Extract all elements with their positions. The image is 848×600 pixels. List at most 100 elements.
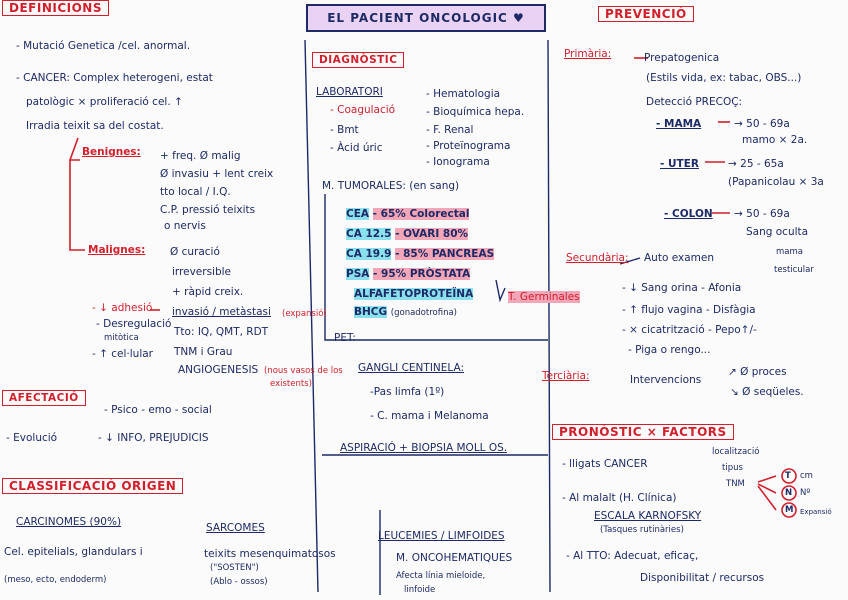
pronostic-m-label: Expansió — [800, 508, 832, 516]
sec-item-0: - ↓ Sang orina - Afonia — [622, 282, 742, 294]
terciaria-1: ↗ Ø proces — [728, 366, 787, 378]
marker-3-name: PSA — [346, 268, 370, 280]
prop-angio: ANGIOGENESIS — [178, 364, 259, 376]
lab-right-4: - Ionograma — [426, 156, 490, 168]
lab-right-2: - F. Renal — [426, 124, 474, 136]
afectacio-evolucio-text: - ↓ INFO, PREJUDICIS — [98, 432, 209, 444]
marker-1-name: CA 12.5 — [346, 228, 392, 240]
bracket-germinales — [495, 279, 506, 303]
marker-1-value: - OVARI 80% — [395, 228, 469, 240]
prop-desregulacio-1: - Desregulació — [96, 318, 172, 330]
pronostic-l1: - lligats CANCER — [562, 458, 648, 470]
germinales-label: T. Germinales — [508, 291, 580, 303]
pronostic-t-label: cm — [800, 471, 813, 481]
sec-item-1: - ↑ flujo vagina - Disfàgia — [622, 304, 756, 316]
marker-5-name: BHCG — [354, 306, 388, 318]
pronostic-l3: - Al TTO: Adecuat, eficaç, — [566, 550, 699, 562]
afectacio-heading: AFECTACIÓ — [2, 390, 86, 406]
carcinomes-label: CARCINOMES (90%) — [16, 516, 122, 528]
arrow-benignes — [68, 137, 80, 161]
carcinomes-l1: Cel. epitelials, glandulars i — [4, 546, 143, 558]
sarcomes-label: SARCOMES — [206, 522, 265, 534]
ganglio-l1: -Pas limfa (1º) — [370, 386, 445, 398]
benignes-l1: + freq. Ø malig — [160, 150, 241, 162]
screen-0-value: → 50 - 69a — [734, 118, 790, 130]
secundaria-label: Secundària: — [566, 252, 629, 264]
leucemies-l3: linfoide — [404, 585, 436, 595]
lab-right-1: - Bioquímica hepa. — [426, 106, 525, 118]
circle-t — [781, 468, 797, 484]
pronostic-m: M — [785, 505, 794, 515]
pronostic-l2: - Al malalt (H. Clínica) — [562, 492, 677, 504]
arrow-malignes — [69, 160, 85, 251]
benignes-l4: C.P. pressió teixits — [160, 204, 256, 216]
prop-invasio: invasió / metàstasi — [172, 306, 271, 318]
divider-left — [304, 39, 319, 593]
screen-1-value: → 25 - 65a — [728, 158, 784, 170]
page-title: EL PACIENT ONCOLOGIC ♥ — [306, 4, 546, 32]
benignes-l3: tto local / I.Q. — [160, 186, 231, 198]
prop-tto: Tto: IQ, QMT, RDT — [174, 326, 269, 338]
secundaria-mama: mama — [776, 247, 803, 257]
prop-angio-note-2: existents) — [270, 379, 312, 389]
malignes-l2: irreversible — [172, 266, 232, 278]
screen-2-name: - COLON — [664, 208, 713, 220]
diagnostic-heading: DIAGNÒSTIC — [312, 52, 405, 68]
marker-0-name: CEA — [346, 208, 370, 220]
aspiracio-label: ASPIRACIÓ + BIOPSIA MOLL OS. — [340, 442, 508, 454]
classificacio-heading: CLASSIFICACIÓ ORIGEN — [2, 478, 184, 494]
pronostic-n-label: Nº — [800, 488, 811, 498]
malignes-label: Malignes: — [88, 244, 146, 256]
benignes-l5: o nervis — [164, 220, 206, 232]
def-cancer-2: patològic × proliferació cel. ↑ — [26, 96, 183, 108]
sarcomes-l3: (Ablo - ossos) — [210, 577, 268, 587]
ganglio-l2: - C. mama i Melanoma — [370, 410, 489, 422]
marker-4-name: ALFAFETOPROTEÏNA — [354, 288, 474, 300]
prop-desregulacio-2: mitòtica — [104, 333, 139, 343]
sec-item-2: - × cicatrització - Pepo↑/- — [622, 324, 757, 336]
prop-adhesio: - ↓ adhesió — [92, 302, 153, 314]
lab-left-2: - Àcid úric — [330, 142, 383, 154]
screen-2-note: Sang oculta — [746, 226, 809, 238]
sarcomes-l2: ("SOSTEN") — [210, 563, 259, 573]
pronostic-tipus: tipus — [722, 463, 743, 473]
pronostic-escala-note: (Tasques rutinàries) — [600, 525, 684, 535]
marker-5-value: (gonadotrofina) — [390, 308, 457, 318]
marker-3-value: - 95% PRÒSTATA — [373, 268, 471, 280]
marker-2-value: - 85% PANCREAS — [395, 248, 495, 260]
terciaria-label: Terciària: — [542, 370, 590, 382]
circle-m — [781, 502, 797, 518]
def-cancer-1: - CANCER: Complex heterogeni, estat — [16, 72, 213, 84]
marker-2-name: CA 19.9 — [346, 248, 392, 260]
afectacio-evolucio: - Evolució — [6, 432, 58, 444]
screen-2-value: → 50 - 69a — [734, 208, 790, 220]
pronostic-t: T — [785, 471, 791, 481]
screen-1-name: - UTER — [660, 158, 699, 170]
divider-right — [547, 39, 551, 593]
prop-expansio: (expansió) — [282, 309, 327, 319]
secundaria-main: Auto examen — [644, 252, 714, 264]
marker-0-value: - 65% Colorectal — [372, 208, 470, 220]
malignes-l1: Ø curació — [170, 246, 220, 258]
carcinomes-l2: (meso, ecto, endoderm) — [4, 575, 107, 585]
screen-0-note: mamo × 2a. — [742, 134, 808, 146]
leucemies-l1: M. ONCOHEMATIQUES — [396, 552, 513, 564]
divider-pet — [324, 194, 548, 341]
pronostic-l4: Disponibilitat / recursos — [640, 572, 765, 584]
secundaria-testicular: testicular — [774, 265, 814, 275]
prop-tnm: TNM i Grau — [174, 346, 233, 358]
pronostic-loc: localització — [712, 447, 760, 457]
screen-1-note: (Papanicolau × 3a — [728, 176, 824, 188]
benignes-label: Benignes: — [82, 146, 141, 158]
pronostic-n: N — [785, 488, 793, 498]
malignes-l3: + ràpid creix. — [172, 286, 244, 298]
terciaria-text: Intervencions — [630, 374, 702, 386]
afectacio-text: - Psico - emo - social — [104, 404, 212, 416]
primaria-l2: (Estils vida, ex: tabac, OBS...) — [646, 72, 802, 84]
benignes-l2: Ø invasiu + lent creix — [160, 168, 274, 180]
pet-label: PET: — [334, 332, 356, 344]
screen-0-name: - MAMA — [656, 118, 702, 130]
laboratori-label: LABORATORI — [316, 86, 383, 98]
def-cancer-3: Irradia teixit sa del costat. — [26, 120, 164, 132]
prevencio-heading: PREVENCIÓ — [598, 6, 694, 22]
